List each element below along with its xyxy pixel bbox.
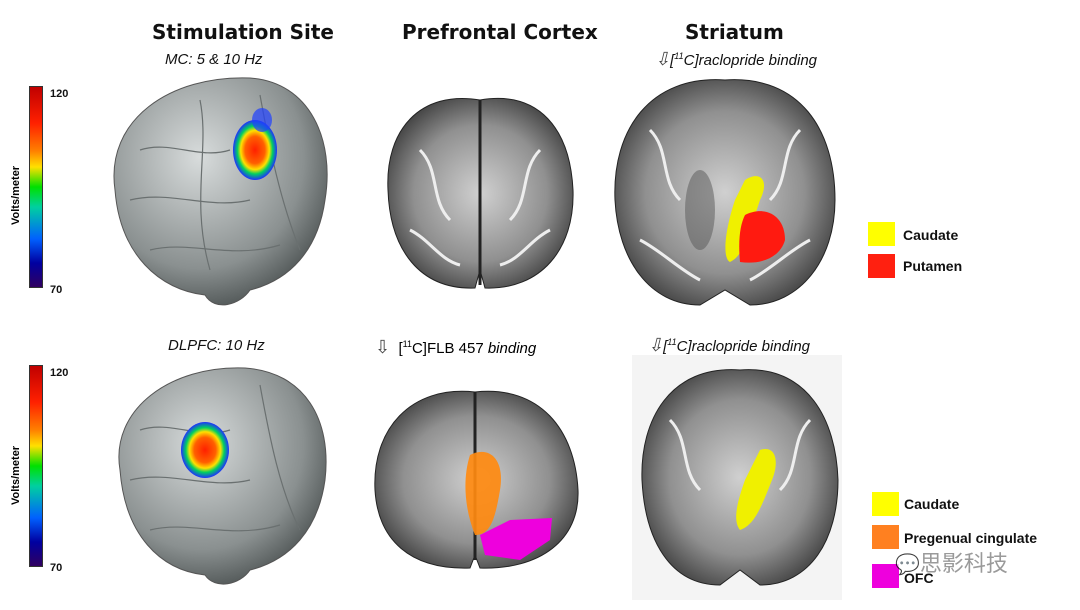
tracer-label-row2: ⇩[11C]raclopride binding xyxy=(648,335,811,355)
colorbar-min: 70 xyxy=(50,284,63,296)
colorbar-top xyxy=(29,86,43,288)
legend-ofc: OFC xyxy=(904,570,934,586)
pregenual-cingulate-roi xyxy=(465,451,501,535)
watermark: 💬思影科技 xyxy=(895,551,1008,576)
down-arrow-icon: ⇩ xyxy=(648,335,664,355)
down-arrow-icon: ⇩ xyxy=(375,337,391,357)
chat-bubble-icon: 💬 xyxy=(895,554,920,576)
legend-swatch-putamen xyxy=(868,254,895,278)
legend-swatch-ofc xyxy=(872,564,899,588)
condition-mc: MC: 5 & 10 Hz xyxy=(165,51,263,68)
caudate-roi xyxy=(736,449,776,530)
header-stimulation-site: Stimulation Site xyxy=(152,20,334,44)
legend-caudate: Caudate xyxy=(903,227,959,243)
brain-slice-pfc-bottom xyxy=(374,390,579,569)
e-field-hotspot xyxy=(233,120,277,180)
legend-putamen: Putamen xyxy=(903,258,963,274)
brain-slice-striatum-top xyxy=(614,79,836,306)
colorbar-label: Volts/meter xyxy=(10,165,22,225)
legend-swatch-caudate xyxy=(872,492,899,516)
legend-pregenual-cingulate: Pregenual cingulate xyxy=(904,530,1038,546)
condition-dlpfc: DLPFC: 10 Hz xyxy=(168,337,265,354)
tracer-label-row1: ⇩[11C]raclopride binding xyxy=(655,49,818,69)
e-field-hotspot xyxy=(181,422,229,478)
legend-swatch-caudate xyxy=(868,222,895,246)
brain-3d-dlpfc xyxy=(118,367,327,585)
legend-caudate: Caudate xyxy=(904,496,960,512)
legend-swatch-pregenual-cingulate xyxy=(872,525,899,549)
header-striatum: Striatum xyxy=(685,20,784,44)
down-arrow-icon: ⇩ xyxy=(655,49,671,69)
ofc-roi xyxy=(480,518,552,560)
colorbar-label: Volts/meter xyxy=(10,445,22,505)
putamen-roi xyxy=(739,211,785,263)
header-prefrontal-cortex: Prefrontal Cortex xyxy=(402,20,598,44)
brain-slice-striatum-bottom xyxy=(632,355,842,600)
colorbar-bottom xyxy=(29,365,43,567)
tracer-label-pfc: ⇩ [11C]FLB 457 binding xyxy=(375,337,537,357)
colorbar-max: 120 xyxy=(50,88,69,100)
brain-3d-mc xyxy=(113,77,328,306)
colorbar-min: 70 xyxy=(50,562,63,574)
brain-slice-pfc-top xyxy=(387,98,574,289)
colorbar-max: 120 xyxy=(50,367,69,379)
